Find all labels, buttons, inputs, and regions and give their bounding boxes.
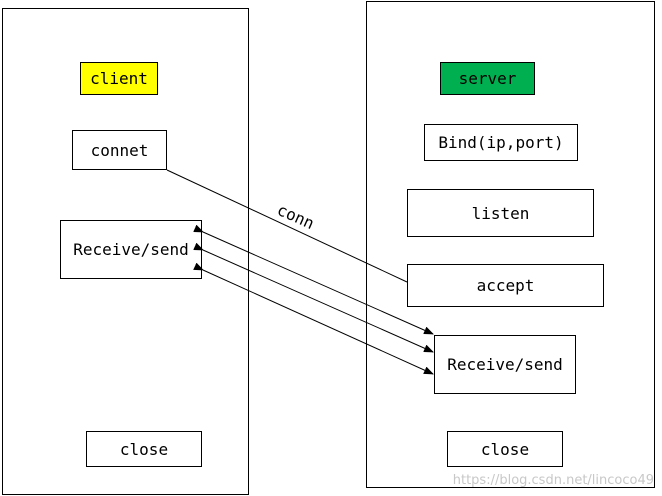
server-close-box: close xyxy=(447,431,563,467)
data-arrow-2 xyxy=(193,242,434,353)
data-arrow-3 xyxy=(193,262,434,375)
watermark: https://blog.csdn.net/lincoco49 xyxy=(452,473,654,488)
accept-box: accept xyxy=(407,264,604,307)
connect-box: connet xyxy=(72,130,167,170)
server-title-box: server xyxy=(440,62,535,95)
server-receive-send-box: Receive/send xyxy=(434,335,576,394)
data-arrow-1 xyxy=(193,224,434,335)
client-close-box: close xyxy=(86,431,202,467)
listen-box: listen xyxy=(407,189,594,237)
client-receive-send-box: Receive/send xyxy=(60,220,202,279)
conn-line xyxy=(166,169,408,283)
bind-box: Bind(ip,port) xyxy=(424,124,578,161)
client-title-box: client xyxy=(80,62,158,95)
